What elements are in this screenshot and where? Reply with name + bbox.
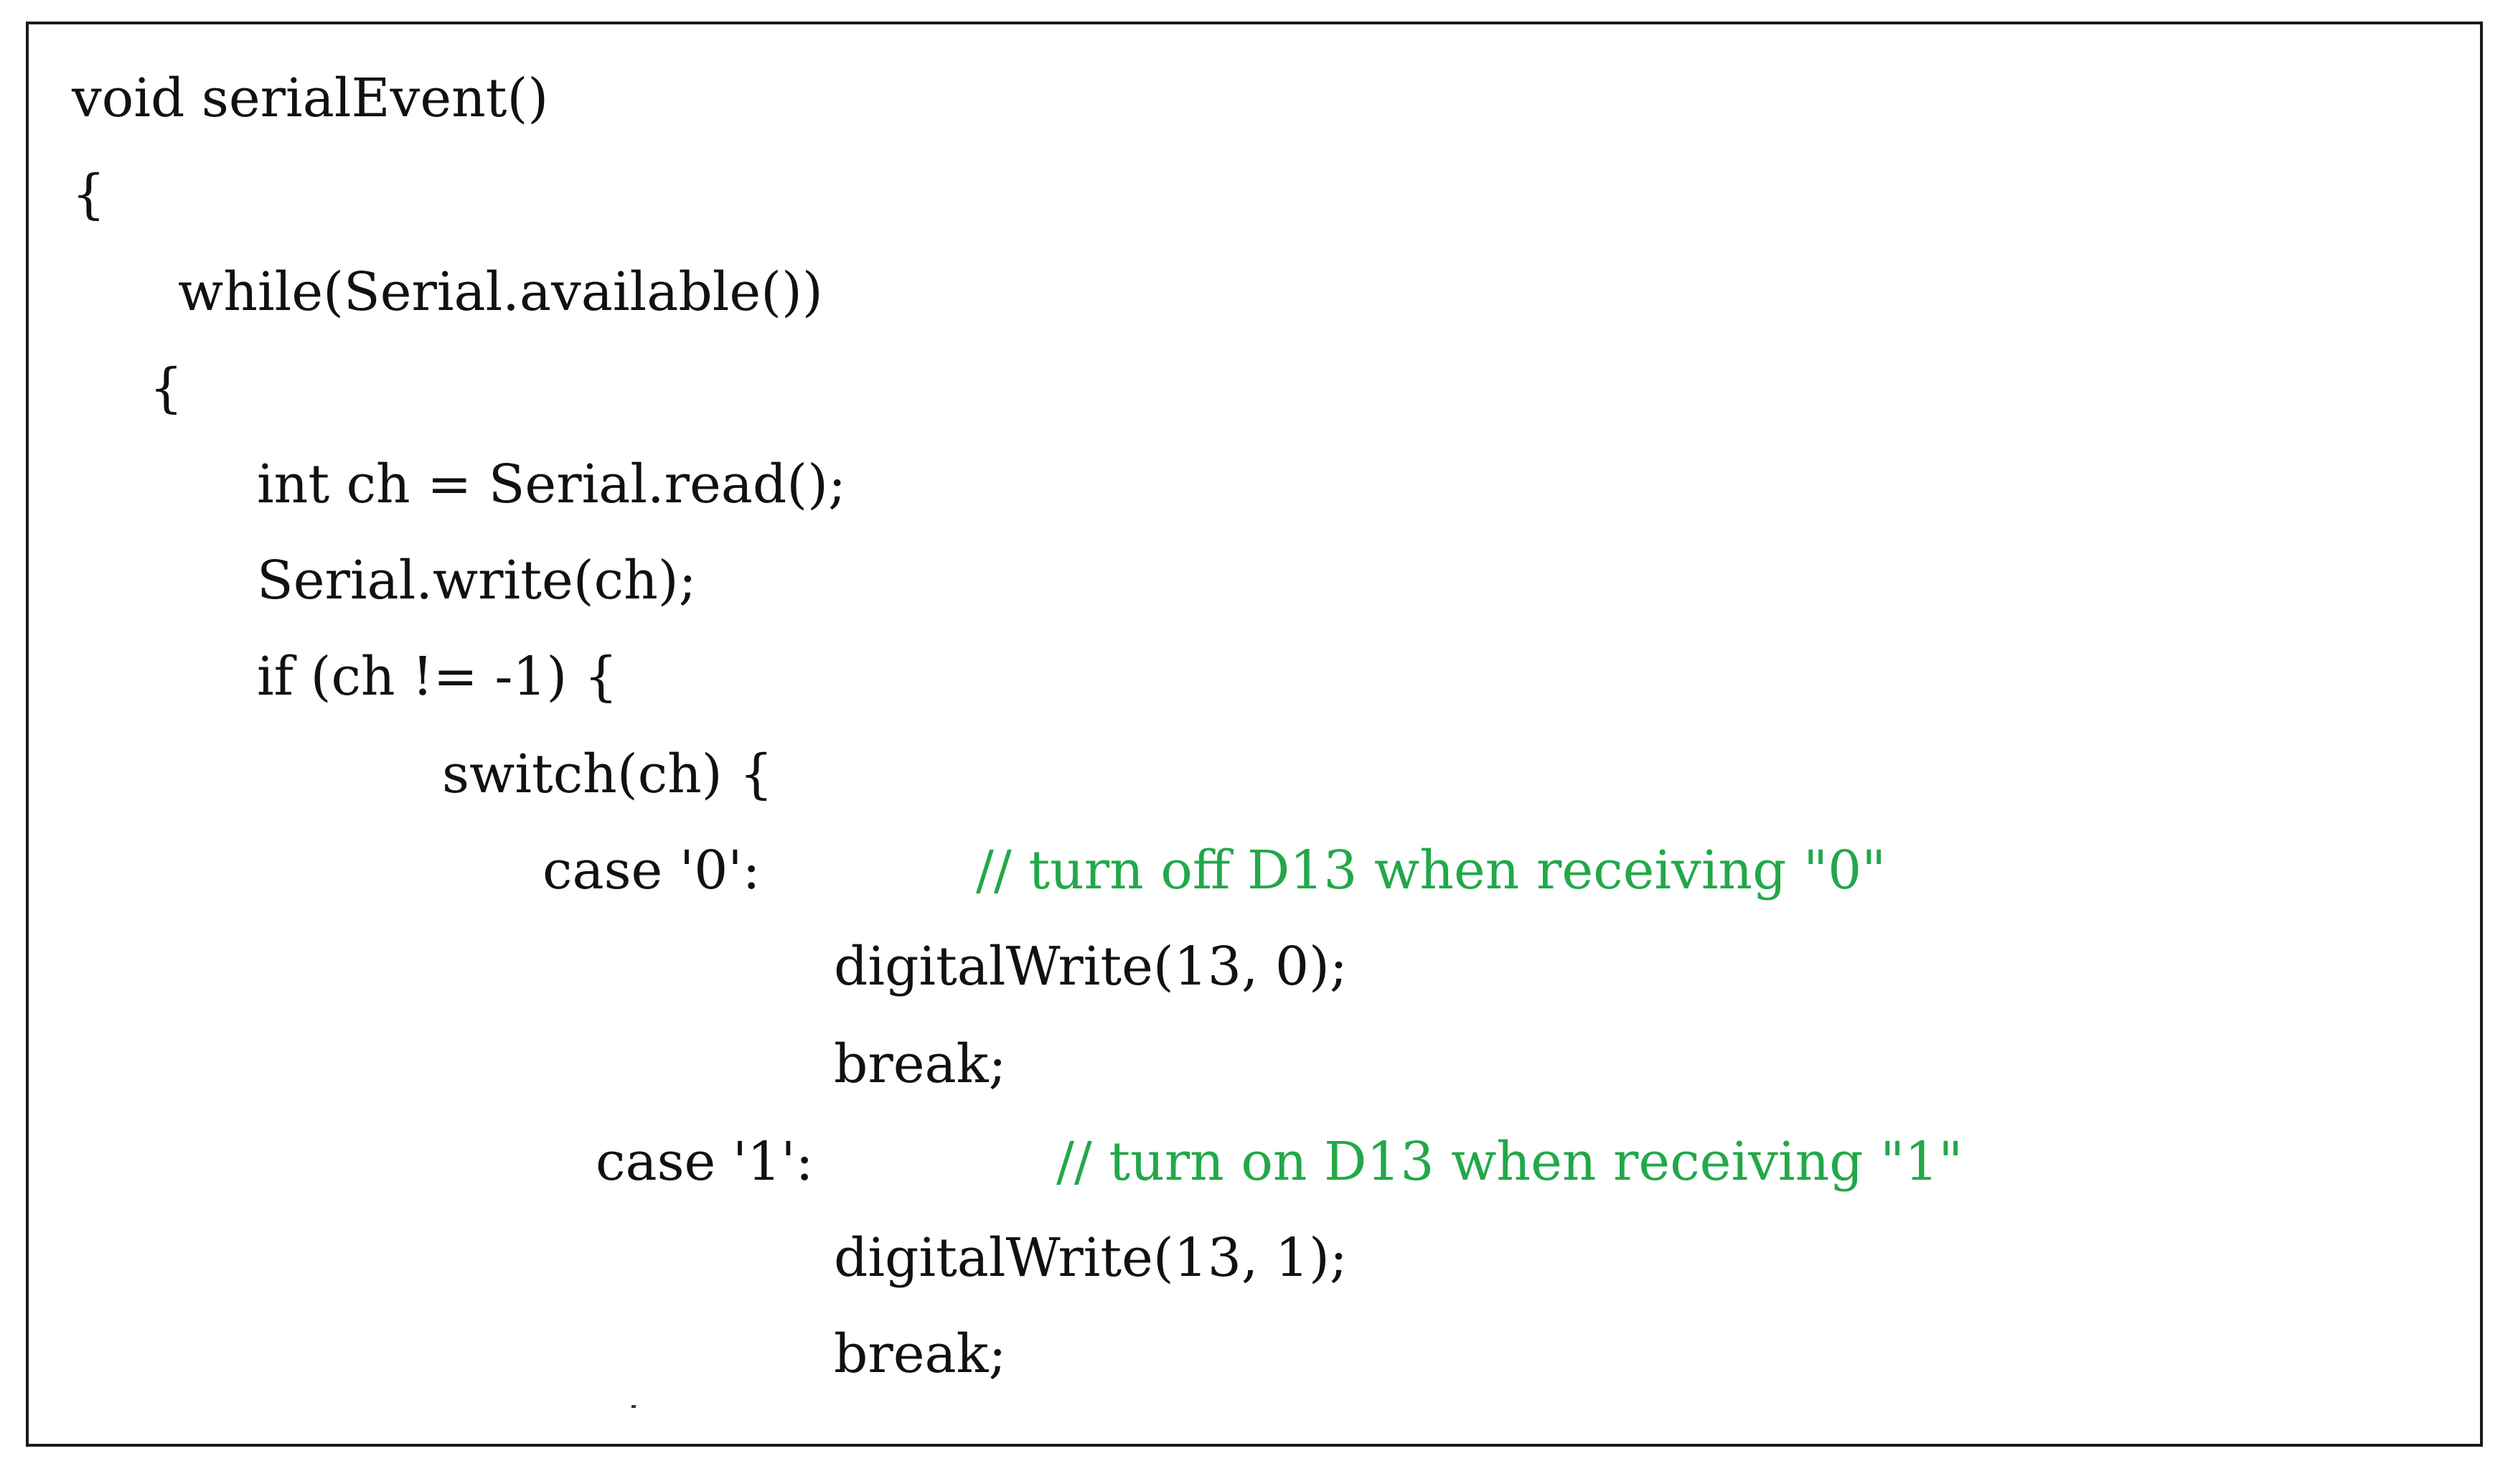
code-line-9: case '0': (542, 840, 761, 901)
code-line-5: int ch = Serial.read(); (257, 454, 846, 515)
code-line-8: switch(ch) { (442, 743, 774, 805)
code-line-7: if (ch != -1) { (257, 646, 618, 708)
code-comment-1: // turn off D13 when receiving "0" (976, 840, 1887, 901)
code-line-2: { (72, 164, 106, 225)
code-line-11: break; (834, 1033, 1007, 1095)
stray-mark (631, 1405, 636, 1408)
code-line-14: break; (834, 1323, 1007, 1385)
code-comment-2: // turn on D13 when receiving "1" (1056, 1131, 1963, 1193)
code-line-4: { (149, 357, 184, 419)
code-line-3: while(Serial.available()) (178, 261, 823, 323)
code-line-6: Serial.write(ch); (257, 550, 697, 611)
code-line-10: digitalWrite(13, 0); (834, 936, 1348, 997)
code-line-1: void serialEvent() (72, 67, 549, 129)
code-listing-box (26, 22, 2483, 1447)
code-line-13: digitalWrite(13, 1); (834, 1227, 1348, 1289)
code-line-12: case '1': (596, 1131, 814, 1193)
